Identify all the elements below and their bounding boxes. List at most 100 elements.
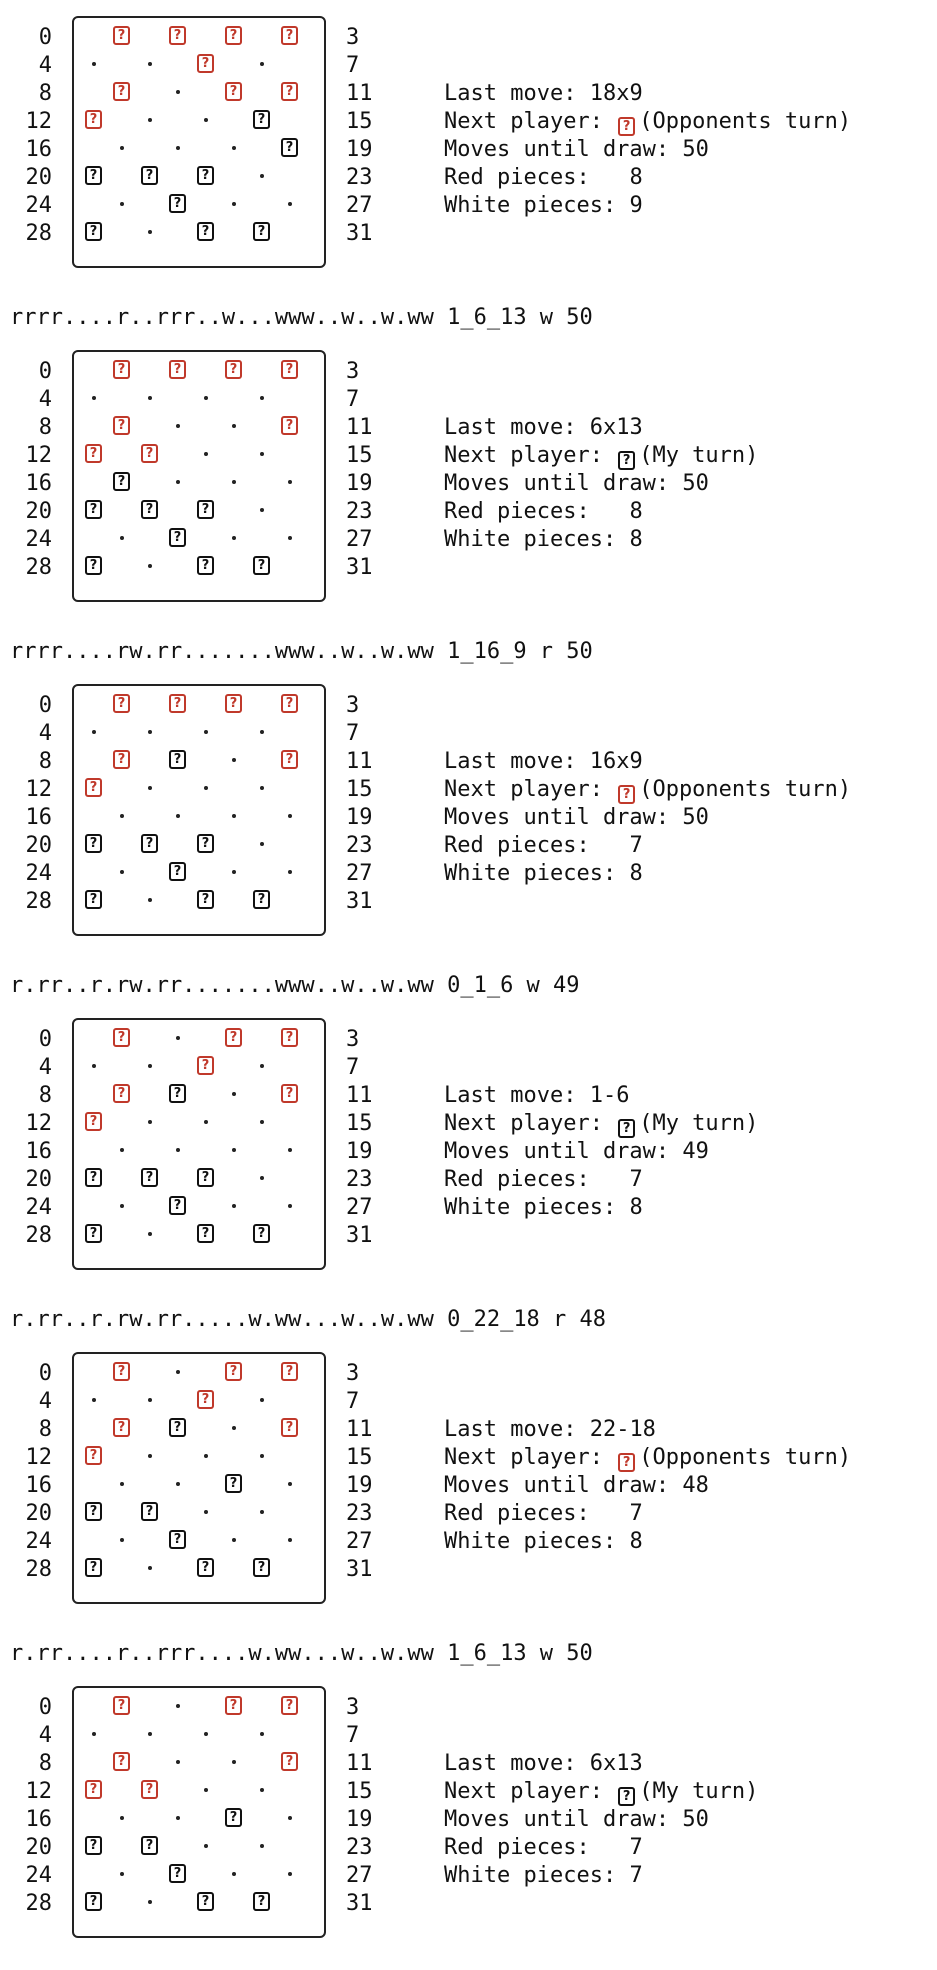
board-square (108, 858, 136, 886)
board-square: ? (220, 78, 248, 106)
board-square (192, 1776, 220, 1804)
white-piece-icon: ? (141, 1502, 158, 1521)
red-pieces-line: Red pieces: 7 (444, 1834, 643, 1862)
board-square: ? (192, 162, 220, 190)
board-square (108, 1804, 136, 1832)
row-start-index: 24 (25, 1195, 53, 1220)
row-end-index: 31 (346, 221, 373, 246)
empty-square-dot (148, 564, 152, 568)
empty-square-dot (204, 1454, 208, 1458)
empty-square-dot (148, 230, 152, 234)
red-piece-icon: ? (281, 1418, 298, 1437)
row-start-index: 12 (25, 109, 53, 134)
empty-square-dot (148, 730, 152, 734)
board-square (108, 1192, 136, 1220)
board-square (248, 1164, 276, 1192)
empty-square-dot (232, 1148, 236, 1152)
red-pieces-value: 7 (629, 1167, 643, 1192)
moves-until-draw-label: Moves until draw: (444, 471, 670, 496)
board-square: ? (80, 440, 108, 468)
board-square: ? (80, 106, 108, 134)
empty-square-dot (176, 1036, 180, 1040)
white-piece-icon: ? (197, 222, 214, 241)
row-end-index: 31 (346, 1557, 373, 1582)
white-pieces-value: 8 (629, 861, 643, 886)
row-start-index: 4 (38, 53, 52, 78)
board-square: ? (248, 106, 276, 134)
board-square (136, 1720, 164, 1748)
board-square (220, 858, 248, 886)
white-pieces-line: White pieces: 8 (444, 1528, 643, 1556)
row-start-index: 0 (38, 1695, 52, 1720)
row-start-index: 24 (25, 1529, 53, 1554)
row-end-index: 27 (346, 1195, 373, 1220)
row-end-index: 19 (346, 137, 373, 162)
next-player-label: Next player: (444, 443, 603, 468)
board-square (192, 1498, 220, 1526)
red-pieces-label: Red pieces: (444, 1501, 590, 1526)
board-square: ? (164, 1080, 192, 1108)
empty-square-dot (92, 62, 96, 66)
board-square (248, 830, 276, 858)
white-piece-icon: ? (85, 222, 102, 241)
white-pieces-value: 8 (629, 1195, 643, 1220)
board-square (136, 218, 164, 246)
white-piece-icon: ? (169, 1196, 186, 1215)
white-piece-icon: ? (169, 1864, 186, 1883)
red-piece-icon: ? (113, 1752, 130, 1771)
empty-square-dot (148, 118, 152, 122)
next-player-line: Next player: ?(Opponents turn) (444, 108, 851, 136)
empty-square-dot (204, 396, 208, 400)
board-square (164, 78, 192, 106)
red-pieces-line: Red pieces: 7 (444, 832, 643, 860)
row-start-index: 24 (25, 1863, 53, 1888)
moves-until-draw-label: Moves until draw: (444, 1473, 670, 1498)
board-square (248, 162, 276, 190)
empty-square-dot (232, 536, 236, 540)
last-move-line: Last move: 6x13 (444, 1750, 643, 1778)
white-piece-icon: ? (618, 451, 636, 470)
row-end-index: 11 (346, 749, 373, 774)
row-end-index: 7 (346, 1055, 360, 1080)
empty-square-dot (204, 730, 208, 734)
board-square (164, 1804, 192, 1832)
moves-until-draw-line: Moves until draw: 50 (444, 804, 709, 832)
empty-square-dot (176, 1760, 180, 1764)
board-square (276, 190, 304, 218)
board-square: ? (136, 1164, 164, 1192)
empty-square-dot (204, 1844, 208, 1848)
empty-square-dot (176, 1482, 180, 1486)
checkers-board: ?????????????????? (72, 16, 326, 268)
row-start-index: 4 (38, 1389, 52, 1414)
empty-square-dot (148, 1120, 152, 1124)
red-pieces-label: Red pieces: (444, 499, 590, 524)
board-square: ? (108, 1692, 136, 1720)
row-end-index: 23 (346, 499, 373, 524)
empty-square-dot (92, 1064, 96, 1068)
last-move-label: Last move: (444, 415, 577, 440)
white-piece-icon: ? (141, 1836, 158, 1855)
next-player-label: Next player: (444, 1779, 603, 1804)
row-start-index: 8 (38, 1751, 52, 1776)
board-square (248, 1108, 276, 1136)
row-start-index: 12 (25, 1111, 53, 1136)
row-start-index: 24 (25, 193, 53, 218)
last-move-value: 6x13 (589, 415, 643, 440)
row-start-index: 20 (25, 499, 53, 524)
board-square: ? (164, 858, 192, 886)
board-square (192, 1108, 220, 1136)
red-pieces-line: Red pieces: 8 (444, 164, 643, 192)
white-pieces-label: White pieces: (444, 861, 617, 886)
board-square (248, 1832, 276, 1860)
board-square (164, 412, 192, 440)
red-piece-icon: ? (281, 82, 298, 101)
white-piece-icon: ? (169, 1530, 186, 1549)
white-piece-icon: ? (281, 138, 298, 157)
empty-square-dot (260, 174, 264, 178)
row-end-index: 23 (346, 165, 373, 190)
board-square (220, 1136, 248, 1164)
row-end-index: 7 (346, 53, 360, 78)
red-piece-icon: ? (113, 360, 130, 379)
fen-header-line: r.rr..r.rw.rr.....w.ww...w..w.ww 0_22_18… (10, 1307, 607, 1332)
moves-until-draw-value: 49 (682, 1139, 709, 1164)
